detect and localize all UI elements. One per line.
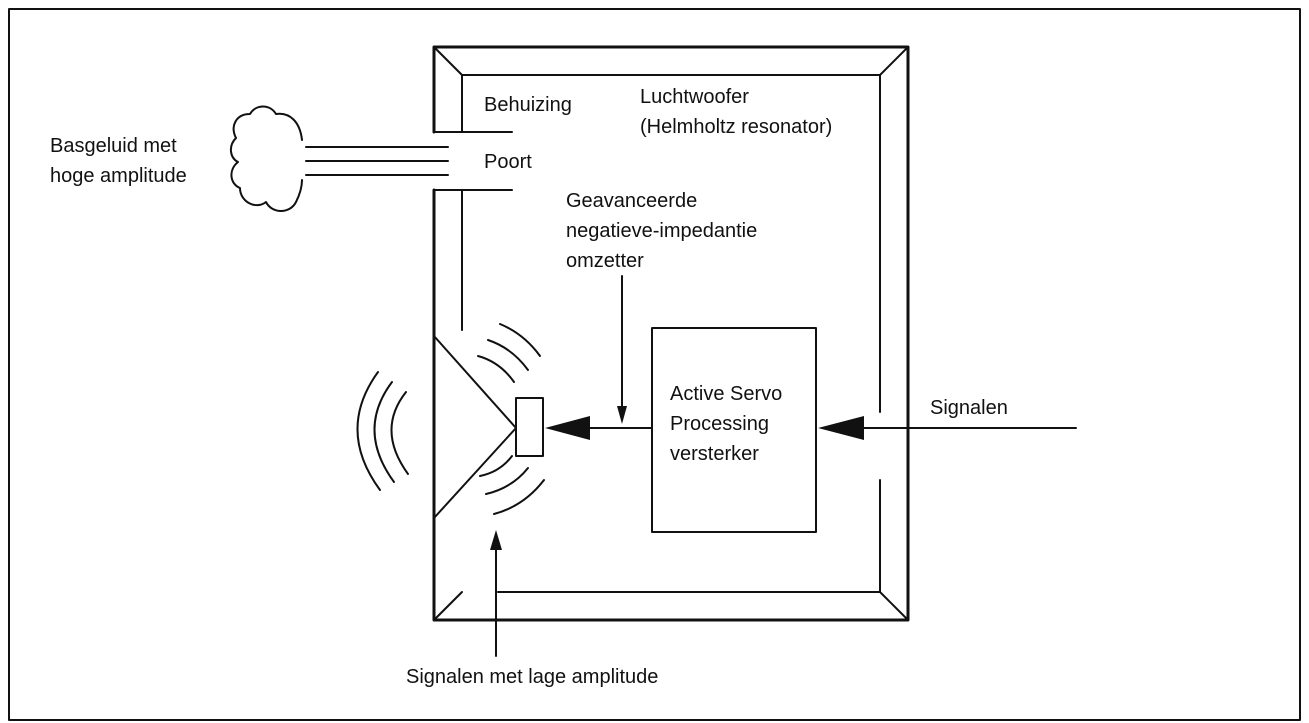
converter-label-line3: omzetter	[566, 250, 644, 272]
amp-to-driver-arrowhead	[545, 416, 590, 440]
sound-wave-upper-icon	[487, 339, 529, 371]
sound-wave-lower-icon	[493, 479, 545, 515]
signals-input-label: Signalen	[930, 397, 1008, 419]
bevel-top-left	[433, 46, 463, 76]
low-amplitude-signals-label: Signalen met lage amplitude	[406, 666, 658, 688]
airwoofer-label-line2: (Helmholtz resonator)	[640, 116, 832, 138]
sound-wave-left-icon	[356, 371, 381, 491]
converter-label-line1: Geavanceerde	[566, 190, 697, 212]
amplifier-box	[651, 327, 817, 533]
driver-cone	[433, 335, 517, 519]
converter-label-line2: negatieve-impedantie	[566, 220, 757, 242]
bass-sound-cloud-icon	[230, 105, 303, 212]
converter-pointer-arrowhead	[617, 406, 627, 424]
signals-input-arrowhead	[818, 416, 864, 440]
enclosure-inner-wall	[461, 74, 881, 413]
amplifier-label-line2: Processing	[670, 413, 769, 435]
bevel-bottom-left	[433, 591, 463, 621]
housing-label: Behuizing	[484, 94, 572, 116]
port-label: Poort	[484, 151, 532, 173]
low-amp-pointer-arrowhead	[490, 530, 502, 550]
outer-frame	[8, 8, 1301, 721]
sound-wave-left-icon	[390, 391, 409, 475]
enclosure-outer-wall	[432, 45, 910, 622]
sound-wave-lower-icon	[479, 455, 513, 477]
sound-wave-upper-icon	[499, 323, 541, 357]
sound-wave-lower-icon	[485, 467, 529, 495]
airwoofer-label-line1: Luchtwoofer	[640, 86, 749, 108]
bass-label-line2: hoge amplitude	[50, 165, 187, 187]
bevel-top-right	[879, 46, 909, 76]
sound-wave-left-icon	[373, 381, 395, 483]
bevel-bottom-right	[879, 591, 909, 621]
amplifier-label-line3: versterker	[670, 443, 759, 465]
amplifier-label-line1: Active Servo	[670, 383, 782, 405]
bass-label-line1: Basgeluid met	[50, 135, 177, 157]
sound-wave-upper-icon	[477, 355, 515, 383]
voice-coil	[515, 397, 544, 457]
